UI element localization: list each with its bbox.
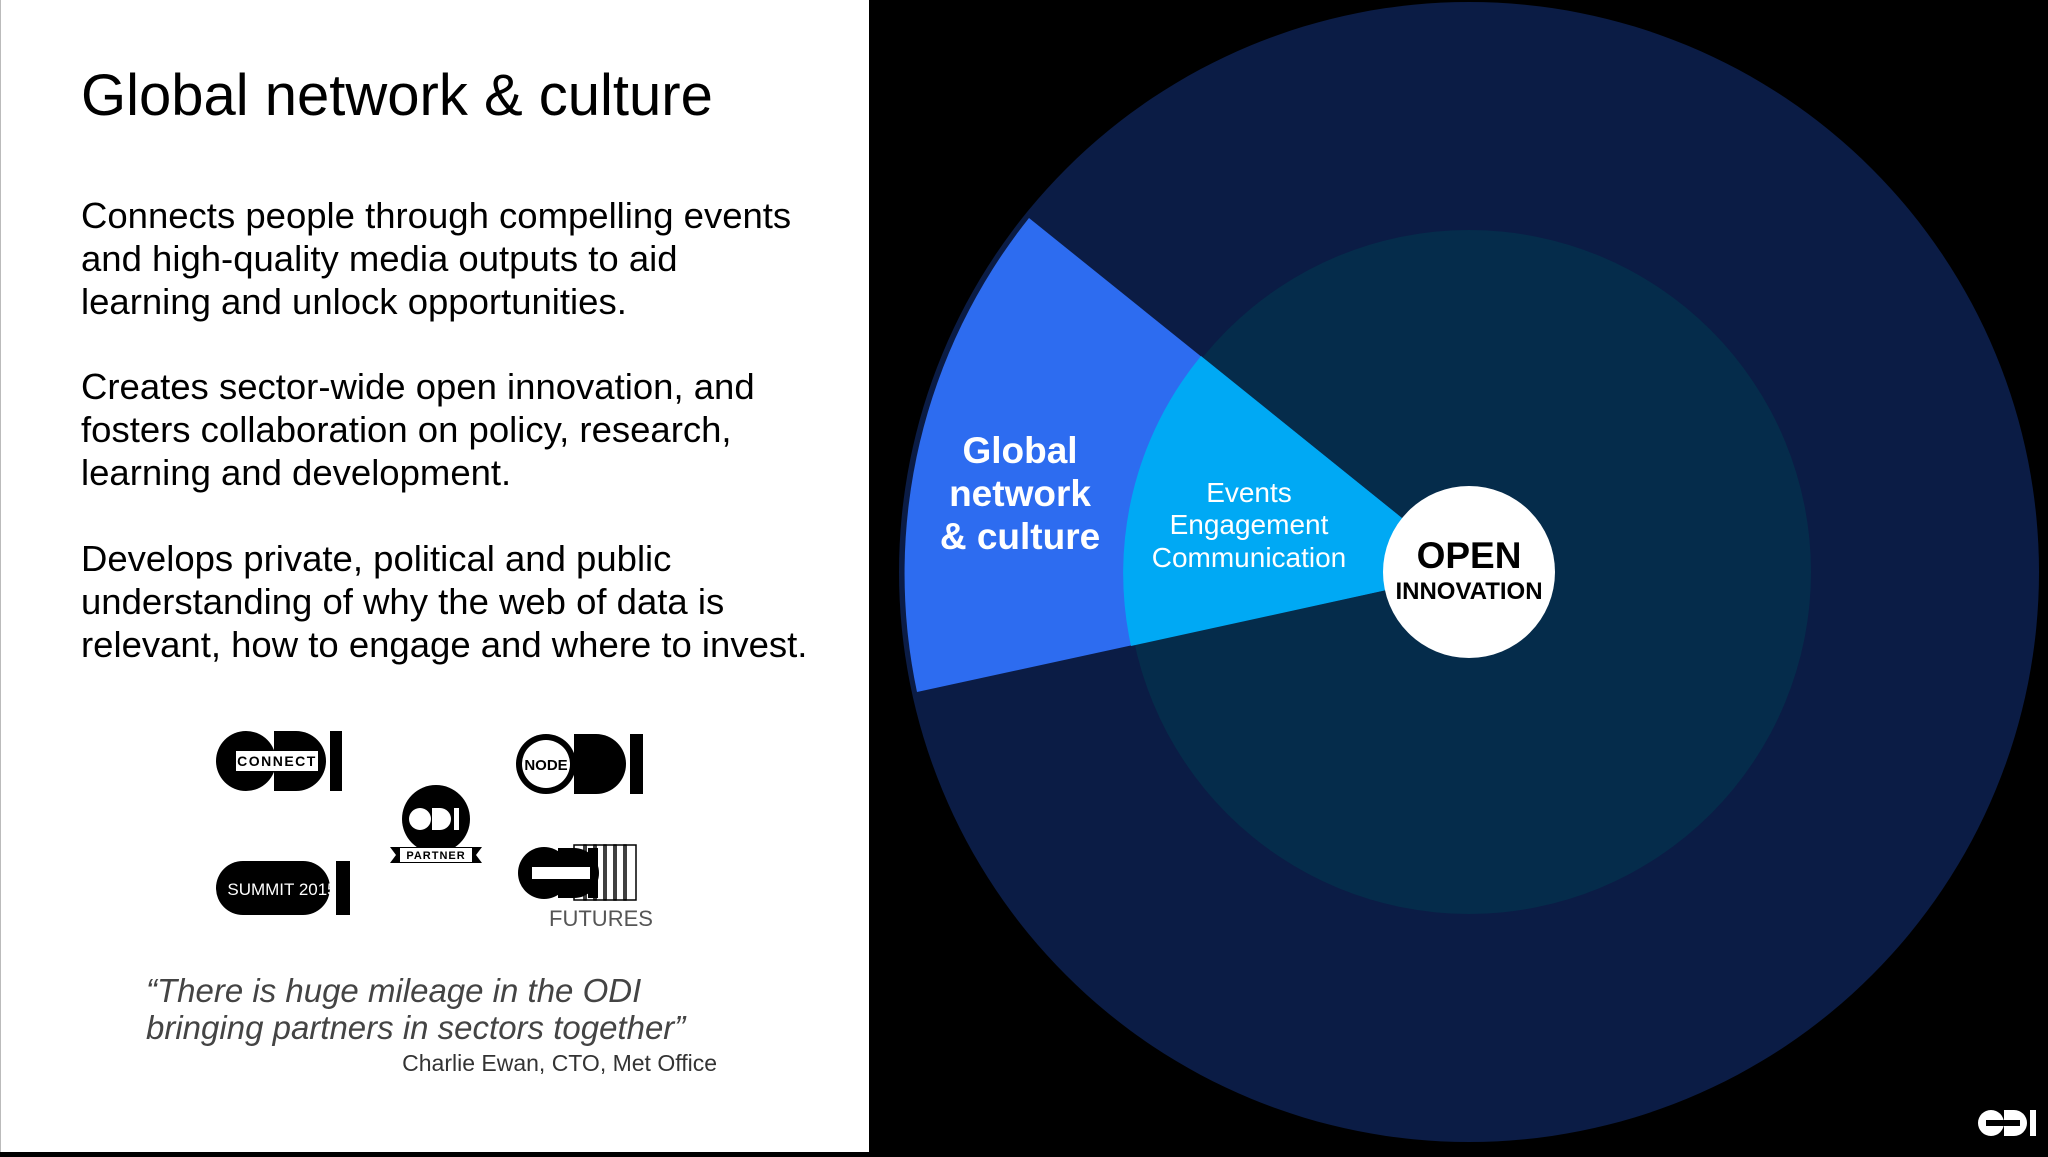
paragraph-line: Develops private, political and public xyxy=(81,538,672,579)
logo-text-node: NODE xyxy=(524,757,567,774)
segment-events xyxy=(1123,356,1469,646)
odi-summit-logo: SUMMIT 2015 xyxy=(216,861,350,915)
segment-label-line: & culture xyxy=(940,516,1100,557)
center-label-innovation: INNOVATION xyxy=(1395,578,1542,605)
odi-futures-logo: FUTURES xyxy=(518,844,653,931)
paragraph-line: Creates sector-wide open innovation, and xyxy=(81,366,755,407)
logo-text-partner: PARTNER xyxy=(406,850,465,862)
left-panel: Global network & culture Connects people… xyxy=(0,0,869,1152)
center-open-innovation xyxy=(1383,486,1555,658)
paragraph-events: Connects people through compelling event… xyxy=(81,194,861,323)
quote-line: “There is huge mileage in the ODI xyxy=(146,972,642,1009)
segment-label-line: network xyxy=(949,473,1091,514)
paragraph-line: learning and development. xyxy=(81,452,512,493)
quote-attribution: Charlie Ewan, CTO, Met Office xyxy=(402,1050,717,1076)
odi-node-logo: NODE xyxy=(516,734,643,794)
segment-label-line: Global xyxy=(962,430,1077,471)
inner-label-line: Engagement xyxy=(1170,509,1329,540)
center-label-open: OPEN xyxy=(1417,535,1522,576)
odi-corner-logo xyxy=(1978,1110,2036,1136)
odi-connect-logo: CONNECT xyxy=(216,731,342,791)
paragraph-innovation: Creates sector-wide open innovation, and… xyxy=(81,365,861,494)
odi-partner-logo: PARTNER xyxy=(390,785,482,863)
paragraph-line: fosters collaboration on policy, researc… xyxy=(81,409,732,450)
logo-text-summit: SUMMIT 2015 xyxy=(227,880,336,899)
inner-label-line: Communication xyxy=(1152,542,1347,573)
logo-text-futures: FUTURES xyxy=(549,906,653,931)
page-title: Global network & culture xyxy=(81,63,713,128)
diagram-panel: Global network & culture Events Engageme… xyxy=(869,0,2048,1152)
logo-text-connect: CONNECT xyxy=(237,753,317,769)
paragraph-line: understanding of why the web of data is xyxy=(81,581,725,622)
open-innovation-diagram: Global network & culture Events Engageme… xyxy=(899,2,2039,1142)
paragraph-line: and high-quality media outputs to aid xyxy=(81,238,678,279)
paragraph-understanding: Develops private, political and public u… xyxy=(81,537,861,666)
paragraph-line: Connects people through compelling event… xyxy=(81,195,792,236)
quote: “There is huge mileage in the ODI bringi… xyxy=(146,972,685,1046)
inner-label-line: Events xyxy=(1206,477,1292,508)
paragraph-line: learning and unlock opportunities. xyxy=(81,281,627,322)
quote-line: bringing partners in sectors together” xyxy=(146,1009,686,1046)
paragraph-line: relevant, how to engage and where to inv… xyxy=(81,624,808,665)
